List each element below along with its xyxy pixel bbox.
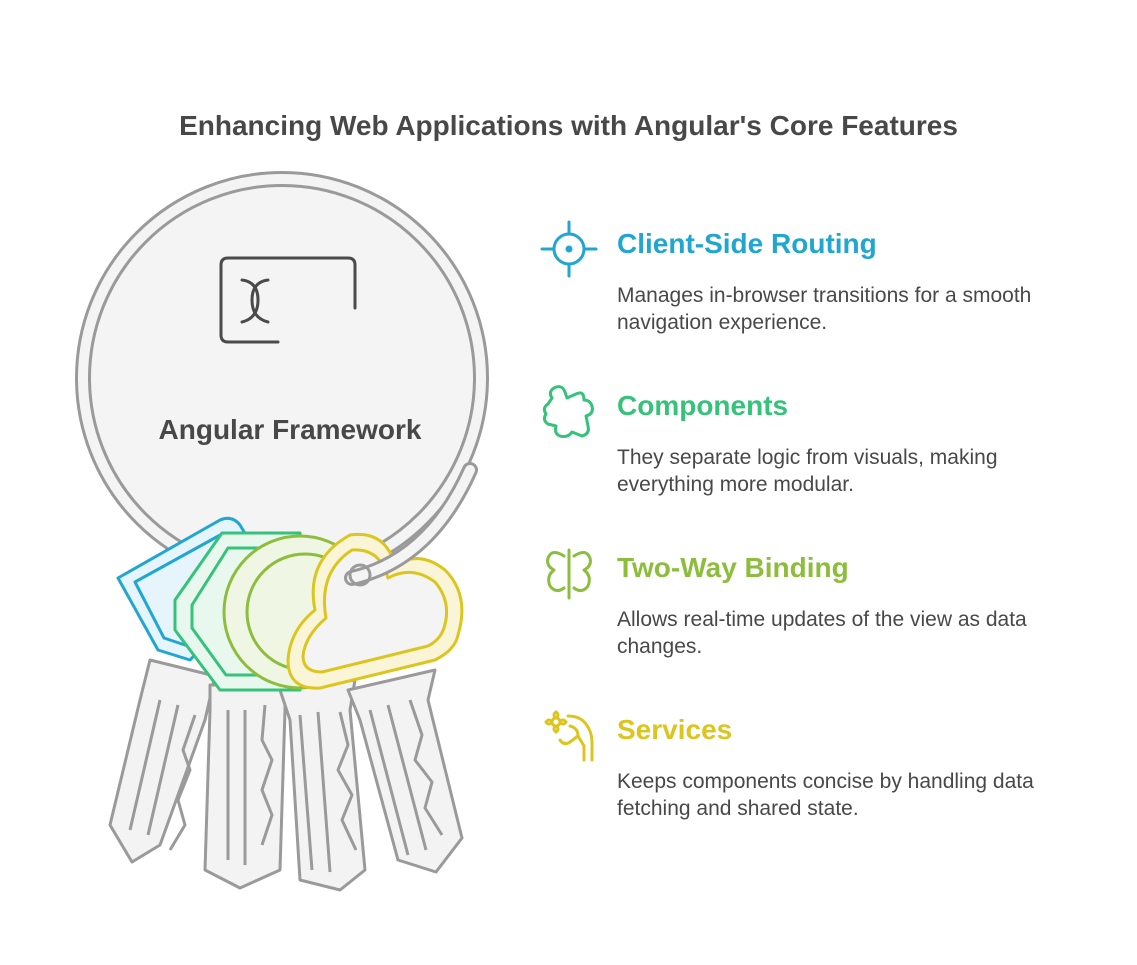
feature-description: Manages in-browser transitions for a smo… xyxy=(617,284,1032,334)
hand-with-flower-icon xyxy=(544,710,594,762)
butterfly-icon xyxy=(546,548,592,600)
key-4 xyxy=(346,668,464,874)
feature-title: Components xyxy=(617,390,789,421)
code-editor-icon xyxy=(219,256,357,344)
feature-title: Two-Way Binding xyxy=(617,552,849,583)
puzzle-piece-icon xyxy=(542,385,594,438)
feature-title: Services xyxy=(617,714,733,745)
page-title: Enhancing Web Applications with Angular'… xyxy=(179,110,958,141)
key-3 xyxy=(278,678,367,892)
tag-yellow xyxy=(286,532,464,690)
feature-description: They separate logic from visuals, making… xyxy=(617,446,998,496)
center-label: Angular Framework xyxy=(158,414,422,445)
feature-description: Allows real-time updates of the view as … xyxy=(617,608,1027,658)
key-1 xyxy=(108,658,217,864)
crosshair-icon xyxy=(540,220,598,278)
feature-description: Keeps components concise by handling dat… xyxy=(617,770,1034,820)
key-2 xyxy=(203,683,287,890)
feature-title: Client-Side Routing xyxy=(617,228,877,259)
